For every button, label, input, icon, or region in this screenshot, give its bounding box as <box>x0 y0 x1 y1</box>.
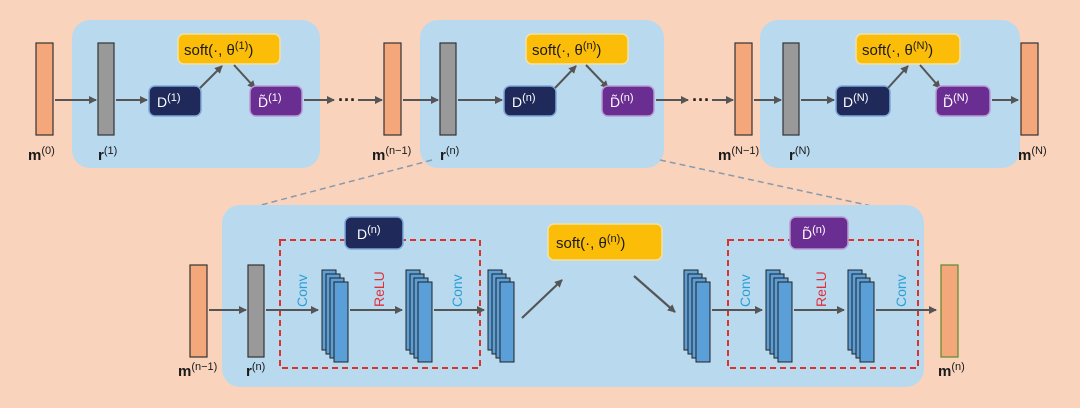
input-mN1-block <box>734 42 753 136</box>
output-mN-label: m(N) <box>1018 145 1047 164</box>
detail-input-label: m(n−1) <box>178 361 217 380</box>
detail-dt-box <box>789 216 849 250</box>
relu-label-2: ReLU <box>813 271 829 307</box>
rn-label: r(n) <box>440 145 459 164</box>
layer-stack-3 <box>487 269 515 363</box>
input-m0-label: m(0) <box>28 145 55 164</box>
detail-input-block <box>189 264 208 358</box>
soft1-box <box>177 33 281 65</box>
detail-arrow-to-soft <box>521 279 563 319</box>
dtn-label: D̃(n) <box>610 92 634 110</box>
d1-box <box>148 85 202 117</box>
input-mn1-block <box>383 42 402 136</box>
softn-box <box>525 33 629 65</box>
detail-output-block <box>940 264 959 358</box>
conv-label-2: Conv <box>449 274 465 307</box>
arrow-dN-softN <box>887 65 909 89</box>
layer-stack-4 <box>683 269 711 363</box>
rN-label: r(N) <box>789 145 810 164</box>
dt1-box <box>249 85 303 117</box>
input-mn1-label: m(n−1) <box>372 145 411 164</box>
detail-output-label: m(n) <box>938 361 965 380</box>
detail-arrow-from-soft <box>633 275 676 313</box>
conv-label-1: Conv <box>294 274 310 307</box>
relu-label-1: ReLU <box>371 271 387 307</box>
conv-label-3: Conv <box>737 274 753 307</box>
output-mN-block <box>1020 42 1039 136</box>
rN-block <box>782 42 800 136</box>
detail-dt-label: D̃(n) <box>802 224 826 242</box>
detail-d-box <box>344 216 404 250</box>
detail-panel <box>222 205 924 387</box>
dtN-label: D̃(N) <box>943 92 968 110</box>
layer-stack-6 <box>847 269 875 363</box>
dots-2: ··· <box>692 90 710 110</box>
input-mN1-label: m(N−1) <box>718 145 759 164</box>
dN-label: D(N) <box>843 92 868 110</box>
arrow-softN-dtN <box>919 64 941 89</box>
dots-1: ··· <box>338 90 356 110</box>
dtn-box <box>601 85 655 117</box>
layer-stack-1 <box>321 269 349 363</box>
softN-label: soft(·, θ(N)) <box>862 40 933 59</box>
dN-box <box>835 85 891 117</box>
arrow-dn-softn <box>554 65 577 89</box>
detail-d-label: D(n) <box>357 224 381 242</box>
layer-stack-5 <box>765 269 793 363</box>
detail-r-label: r(n) <box>246 361 265 380</box>
r1-label: r(1) <box>98 145 117 164</box>
r1-block <box>97 42 115 136</box>
input-m0-block <box>35 42 54 136</box>
d1-label: D(1) <box>157 92 181 110</box>
rn-block <box>439 42 457 136</box>
detail-r-block <box>247 264 265 358</box>
soft1-label: soft(·, θ(1)) <box>184 40 253 59</box>
detail-soft-box <box>547 223 663 261</box>
layer-stack-2 <box>405 269 433 363</box>
detail-soft-label: soft(·, θ(n)) <box>556 233 625 252</box>
conv-label-4: Conv <box>893 274 909 307</box>
arrow-soft1-dt1 <box>233 64 256 89</box>
softn-label: soft(·, θ(n)) <box>532 40 601 59</box>
arrow-d1-soft1 <box>199 65 223 89</box>
dn-label: D(n) <box>512 92 536 110</box>
dt1-label: D̃(1) <box>258 92 282 110</box>
softN-box <box>855 33 961 65</box>
arrow-softn-dtn <box>585 64 609 89</box>
zoom-line-left <box>241 159 433 211</box>
dtN-box <box>935 85 991 117</box>
dn-box <box>503 85 557 117</box>
